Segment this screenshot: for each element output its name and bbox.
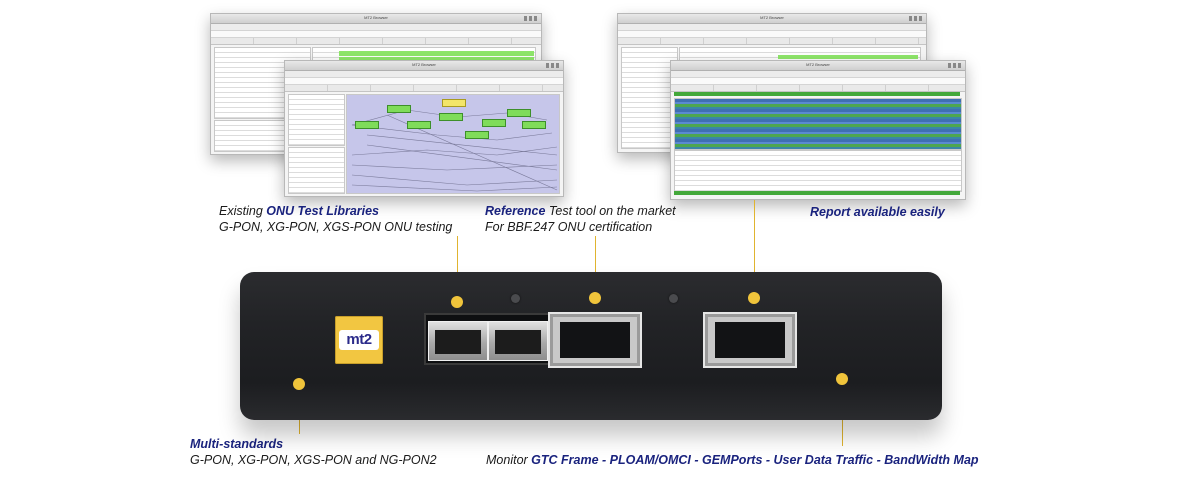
caption-reference: Reference Test tool on the market For BB… bbox=[485, 204, 676, 234]
window-title: MT2 Browser bbox=[760, 15, 784, 20]
property-table bbox=[288, 147, 345, 194]
right-front-window: MT2 Browser bbox=[670, 60, 966, 200]
mt2-logo: mt2 bbox=[335, 316, 383, 364]
caption-libraries: Existing ONU Test Libraries G-PON, XG-PO… bbox=[219, 204, 453, 234]
callout-dot-reference bbox=[589, 292, 601, 304]
detail-panel bbox=[674, 150, 962, 192]
caption-monitor: Monitor GTC Frame - PLOAM/OMCI - GEMPort… bbox=[486, 453, 979, 467]
window-title: MT2 Browser bbox=[412, 62, 436, 67]
caption-report: Report available easily bbox=[810, 205, 945, 219]
connector-libraries bbox=[457, 236, 458, 300]
caption-multi-standards: Multi-standards G-PON, XG-PON, XGS-PON a… bbox=[190, 437, 437, 467]
callout-dot-report bbox=[748, 292, 760, 304]
connector-report bbox=[754, 200, 755, 298]
callout-dot-multi bbox=[293, 378, 305, 390]
flow-diagram[interactable] bbox=[346, 94, 560, 194]
traffic-table[interactable] bbox=[674, 98, 962, 150]
connector-reference bbox=[595, 236, 596, 298]
window-title: MT2 Browser bbox=[364, 15, 388, 20]
window-title: MT2 Browser bbox=[806, 62, 830, 67]
callout-dot-monitor bbox=[836, 373, 848, 385]
attribute-table bbox=[288, 94, 345, 146]
sfp-module-2 bbox=[488, 321, 548, 361]
status-led-2 bbox=[669, 294, 678, 303]
message-list[interactable] bbox=[621, 47, 678, 149]
left-front-window: MT2 Browser bbox=[284, 60, 564, 197]
callout-dot-libraries bbox=[451, 296, 463, 308]
status-led-1 bbox=[511, 294, 520, 303]
sfp-module-1 bbox=[428, 321, 488, 361]
optical-port-middle bbox=[548, 312, 642, 368]
optical-port-right bbox=[703, 312, 797, 368]
